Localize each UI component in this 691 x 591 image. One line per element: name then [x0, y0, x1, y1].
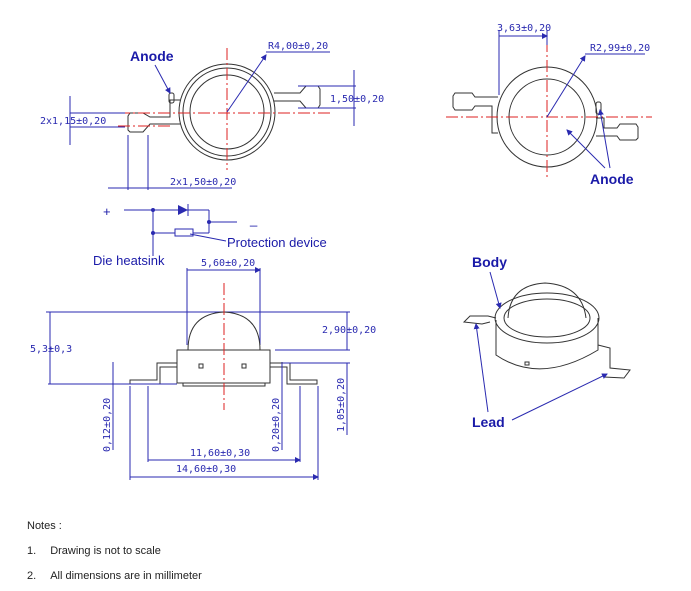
bottom-view: 3,63±0,20 R2,99±0,20 Anode [446, 23, 652, 187]
lead-width-dim: 2x1,15±0,20 [40, 116, 106, 127]
offset-dim: 3,63±0,20 [497, 23, 551, 34]
lead-offset-dim: 0,20±0,20 [271, 398, 282, 452]
top-view: R4,00±0,20 Anode 2x1,15±0,20 1,50±0,20 2… [40, 41, 384, 190]
lens-width-dim: 5,60±0,20 [201, 258, 255, 269]
body-label: Body [472, 254, 507, 270]
note-number: 1. [27, 545, 37, 557]
radius-dim: R4,00±0,20 [268, 41, 328, 52]
inner-span-dim: 11,60±0,30 [190, 448, 250, 459]
lead-thickness-dim: 0,12±0,20 [102, 398, 113, 452]
die-heatsink-label: Die heatsink [93, 253, 165, 268]
note-text: Drawing is not to scale [50, 545, 161, 557]
notes-title: Notes : [27, 520, 62, 532]
note-number: 2. [27, 570, 37, 582]
body-height-dim: 1,05±0,20 [336, 378, 347, 432]
lead-height-dim: 1,50±0,20 [330, 94, 384, 105]
bottom-anode-label: Anode [590, 171, 634, 187]
anode-label: Anode [130, 48, 174, 64]
note-1: 1. Drawing is not to scale [27, 545, 161, 557]
note-2: 2. All dimensions are in millimeter [27, 570, 202, 582]
side-view: 5,60±0,20 5,3±0,3 2,90±0,20 1,05±0,20 0,… [30, 258, 376, 480]
minus-sign: _ [249, 212, 258, 227]
lead-pitch-dim: 2x1,50±0,20 [170, 177, 236, 188]
bottom-radius-dim: R2,99±0,20 [590, 43, 650, 54]
protection-device-label: Protection device [227, 235, 327, 250]
note-text: All dimensions are in millimeter [50, 570, 202, 582]
lens-height-dim: 2,90±0,20 [322, 325, 376, 336]
iso-view: Body Lead [462, 254, 631, 430]
lead-label: Lead [472, 414, 505, 430]
circuit-schematic: + _ Protection device Die heatsink [93, 204, 327, 268]
total-height-dim: 5,3±0,3 [30, 344, 72, 355]
plus-sign: + [103, 204, 111, 219]
total-span-dim: 14,60±0,30 [176, 464, 236, 475]
